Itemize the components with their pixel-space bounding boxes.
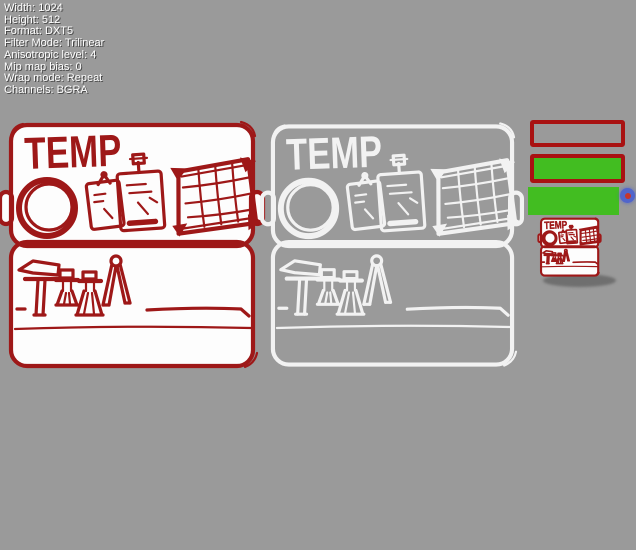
texture-info-overlay: Width: 1024 Height: 512 Format: DXT5 Fil… xyxy=(4,2,105,97)
temp-label: TEMP xyxy=(24,125,123,179)
info-line-wrap-mode: Wrap mode: Repeat xyxy=(4,72,103,85)
sketch-sign-art: TEMP xyxy=(537,217,602,277)
target-dot-icon xyxy=(620,188,635,203)
target-dot-center xyxy=(624,192,631,199)
sketch-sign-art: TEMP xyxy=(0,120,266,369)
temp-label: TEMP xyxy=(544,219,567,232)
temp-label: TEMP xyxy=(285,128,383,180)
info-line-format: Format: DXT5 xyxy=(4,25,74,38)
sketch-sign-art: TEMP xyxy=(259,122,525,367)
info-line-filter-mode: Filter Mode: Trilinear xyxy=(4,37,105,50)
sprite-sign-red: TEMP xyxy=(0,118,266,372)
info-line-height: Height: 512 xyxy=(4,13,61,26)
sprite-card-shadow xyxy=(543,274,616,287)
sprite-sign-white: TEMP xyxy=(259,118,525,372)
sprite-outline-box xyxy=(530,120,625,147)
info-line-mip-bias: Mip map bias: 0 xyxy=(4,60,82,73)
info-line-anisotropic: Anisotropic level: 4 xyxy=(4,48,97,61)
info-line-width: Width: 1024 xyxy=(4,2,63,14)
info-line-channels: Channels: BGRA xyxy=(4,83,88,96)
sprite-sign-mini: TEMP xyxy=(537,217,602,277)
sprite-green-bar xyxy=(528,187,619,215)
sprite-green-box-bordered xyxy=(530,154,625,183)
